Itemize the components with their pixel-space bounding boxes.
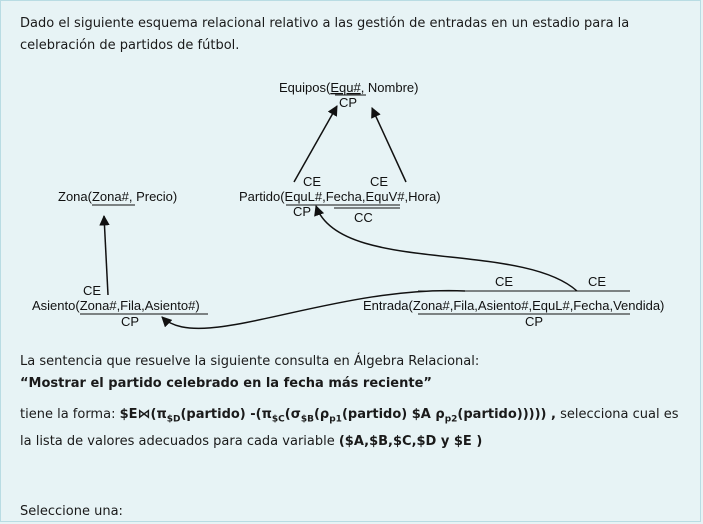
zona-relation: Zona(Zona#, Precio) — [58, 189, 177, 204]
intro-text: Dado el siguiente esquema relacional rel… — [20, 16, 630, 53]
formula-middle: selecciona cual es la lista de valores a… — [20, 407, 679, 449]
relational-schema-diagram: Equipos(Equ#, Nombre) CP CE CE Partido(E… — [32, 80, 664, 330]
partido-ce2-label: CE — [370, 174, 388, 189]
formula-prefix: tiene la forma: — [20, 407, 120, 422]
formula-variables: ($A,$B,$C,$D y $E ) — [338, 433, 483, 449]
question-line2: “Mostrar el partido celebrado en la fech… — [20, 376, 432, 391]
question-line1: La sentencia que resuelve la siguiente c… — [20, 354, 480, 369]
asiento-cp-label: CP — [121, 314, 139, 329]
entrada-relation: Entrada(Zona#,Fila,Asiento#,EquL#,Fecha,… — [363, 298, 664, 313]
question-formula: tiene la forma: $E⋈(π$D(partido) -(π$C(σ… — [20, 404, 690, 453]
arrow-partido-equv-to-equipos — [371, 107, 407, 183]
select-prompt: Seleccione una: — [20, 504, 123, 519]
entrada-ce1-label: CE — [495, 274, 513, 289]
formula-expression: $E⋈(π$D(partido) -(π$C(σ$B(ρp1(partido) … — [119, 407, 556, 425]
partido-ce1-label: CE — [303, 174, 321, 189]
entrada-ce2-label: CE — [588, 274, 606, 289]
partido-cc-label: CC — [354, 210, 373, 225]
arrow-entrada-to-partido — [314, 205, 578, 292]
arrow-partido-equl-to-equipos — [293, 105, 338, 183]
arrow-asiento-to-zona — [99, 214, 110, 296]
asiento-ce-label: CE — [83, 283, 101, 298]
partido-cp-label: CP — [293, 204, 311, 219]
asiento-relation: Asiento(Zona#,Fila,Asiento#) — [32, 298, 200, 313]
entrada-cp-label: CP — [525, 314, 543, 329]
equipos-cp-label: CP — [339, 95, 357, 110]
arrow-entrada-to-asiento — [161, 289, 466, 330]
equipos-relation: Equipos(Equ#, Nombre) — [279, 80, 418, 95]
partido-relation: Partido(EquL#,Fecha,EquV#,Hora) — [239, 189, 441, 204]
